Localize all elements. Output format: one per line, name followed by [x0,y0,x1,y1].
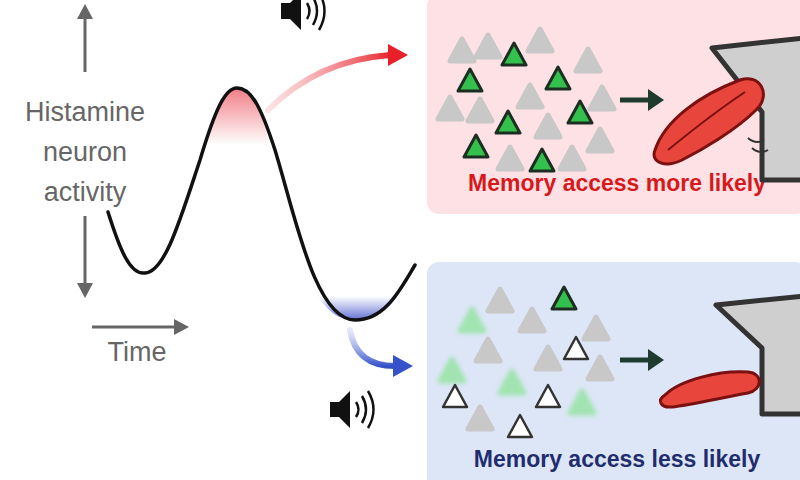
arrow-head [77,4,93,19]
neuron-triangle [528,29,552,51]
neuron-triangle [588,129,612,151]
activity-wave [108,88,415,320]
neuron-triangle [443,385,467,407]
lick-spout [716,296,800,414]
speaker-body [330,391,350,428]
neuron-triangle [498,147,522,169]
neuron-triangle [502,43,526,65]
neuron-triangle [536,115,560,137]
neuron-triangle [476,339,500,361]
neuron-triangle [496,111,520,133]
neuron-triangle [500,371,524,393]
activity-axis [77,4,189,335]
tongue [661,372,760,407]
sound-wave [368,391,374,428]
arrow-head [388,44,408,66]
neuron-triangle [440,359,464,381]
neuron-triangle [546,67,570,89]
neuron-triangle [488,289,512,311]
outcome-text: Memory access less likely [427,446,800,473]
neuron-triangle [468,407,492,429]
neuron-triangle [520,309,544,331]
arrow-head [174,319,189,335]
neuron-triangle [564,337,588,359]
neuron-triangle [464,135,488,157]
neuron-triangle [458,69,482,91]
arrow-head [648,349,664,371]
neuron-triangle [576,49,600,71]
tongue [654,79,763,164]
axis-line [84,16,87,72]
axis-label: Histamine neuron activity [15,92,155,212]
high-arrow [268,55,390,110]
outcome-panel: Memory access less likely [427,262,800,480]
sound-wave [313,0,317,25]
arrow-head [77,283,93,298]
trough-highlight [318,296,396,320]
neuron-triangle [438,97,462,119]
sound-wave [362,396,366,423]
result-arrow [620,98,650,103]
axis-line [92,326,176,329]
neuron-triangle [508,415,532,437]
neuron-triangle [530,149,554,171]
sound-wave [356,402,359,417]
tongue-line [668,92,745,150]
outcome-text: Memory access more likely [427,170,800,197]
neuron-triangle [584,317,608,339]
low-arrow [350,330,395,366]
neuron-triangle [588,357,612,379]
outcome-panel: Memory access more likely [427,0,800,214]
sound-wave [319,0,325,30]
neuron-triangle [518,85,542,107]
neuron-triangle [476,35,500,57]
neuron-triangle [536,385,560,407]
arrow-head [393,355,413,377]
speaker-icon [281,0,325,30]
axis-line [84,216,87,286]
result-arrow [620,358,650,363]
neuron-cluster [438,29,614,171]
neuron-triangle [570,391,594,413]
neuron-triangle [450,39,474,61]
arrow-head [648,89,664,111]
speaker-icon [330,391,374,428]
neuron-triangle [536,347,560,369]
neuron-cluster [440,287,612,437]
speaker-body [281,0,301,30]
peak-highlight [205,88,270,145]
neuron-triangle [590,87,614,109]
neuron-triangle [560,147,584,169]
sound-wave [307,3,310,19]
neuron-triangle [468,99,492,121]
neuron-triangle [552,287,576,309]
axis-label: Time [92,336,182,368]
lick-spout [712,38,800,180]
neuron-triangle [460,309,484,331]
neuron-triangle [568,101,592,123]
motion-lines [748,138,768,152]
